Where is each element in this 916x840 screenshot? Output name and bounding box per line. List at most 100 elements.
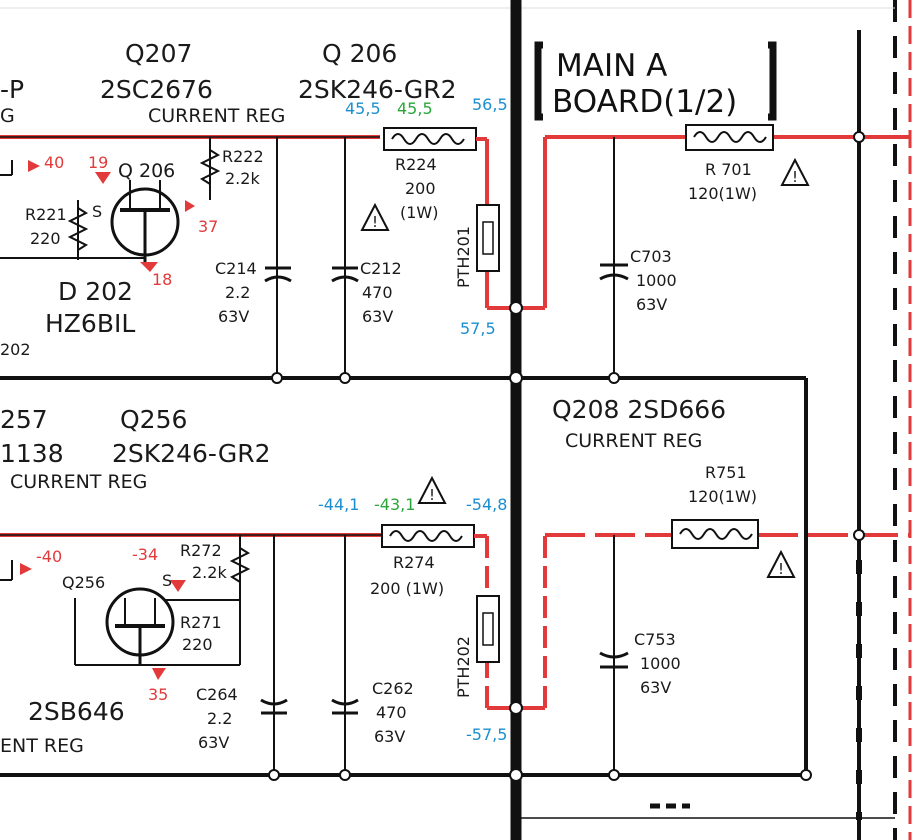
r751-value: 120(1W): [688, 487, 757, 506]
r224-power: (1W): [400, 203, 438, 222]
warning-icon-glyph: !: [792, 168, 798, 186]
pth201-thermistor: [476, 204, 500, 272]
r701-zigzag: [693, 131, 767, 143]
r271-label: R271: [180, 613, 222, 632]
c214-voltage: 63V: [218, 307, 249, 326]
c262-plate-top: [331, 698, 359, 706]
c753-plate-top: [599, 651, 629, 659]
r701-value: 120(1W): [688, 184, 757, 203]
r271-value: 220: [182, 635, 213, 654]
lower-current-reg: CURRENT REG: [10, 471, 147, 493]
marker-35: [152, 668, 166, 680]
r272-zigzag: [229, 547, 251, 583]
q256-s-pin: S: [162, 571, 172, 590]
r221-label: R221: [25, 205, 67, 224]
board-bracket-right: [768, 41, 777, 121]
q207-ref: Q207: [125, 39, 192, 68]
c264-value: 2.2: [207, 709, 232, 728]
r274-value: 200 (1W): [370, 579, 444, 598]
voltage-18: 18: [152, 270, 172, 289]
c703-plate-bottom: [599, 273, 629, 281]
board-title-line1: MAIN A: [556, 48, 667, 84]
voltage-19: 19: [88, 153, 108, 172]
q256-part: 2SK246-GR2: [112, 439, 270, 468]
part-2sb646: 2SB646: [28, 697, 125, 726]
measured-m44-1: -44,1: [318, 495, 359, 514]
r274-label: R274: [393, 553, 435, 572]
q208-current-reg: CURRENT REG: [565, 430, 702, 452]
r222-value: 2.2k: [225, 169, 260, 188]
q256-ref: Q256: [120, 405, 187, 434]
c212-voltage: 63V: [362, 307, 393, 326]
frag-202: 202: [0, 340, 31, 359]
c753-label: C753: [634, 630, 676, 649]
r274-resistor: [381, 524, 475, 548]
r272-label: R272: [180, 541, 222, 560]
measured-m57-5: -57,5: [466, 725, 507, 744]
warning-icon-glyph: !: [429, 486, 435, 504]
c262-value: 470: [376, 703, 407, 722]
pth202-label: PTH202: [454, 636, 473, 698]
voltage-40: 40: [44, 153, 64, 172]
measured-45-5-b: 45,5: [397, 99, 433, 118]
marker-m40: [20, 563, 32, 575]
r751-label: R751: [705, 463, 747, 482]
measured-45-5-a: 45,5: [345, 99, 381, 118]
c214-label: C214: [215, 259, 257, 278]
board-title-line2: BOARD(1/2): [552, 84, 737, 120]
r274-zigzag: [389, 530, 463, 542]
pth202-thermistor: [476, 595, 500, 663]
q206-symbol-label: Q 206: [118, 160, 175, 182]
c264-label: C264: [196, 685, 238, 704]
measured-56-5: 56,5: [472, 95, 508, 114]
r751-zigzag: [679, 528, 753, 540]
c262-voltage: 63V: [374, 727, 405, 746]
c703-value: 1000: [636, 271, 677, 290]
c262-label: C262: [372, 679, 414, 698]
r224-label: R224: [395, 155, 437, 174]
r701-label: R 701: [705, 160, 752, 179]
r222-zigzag: [199, 149, 221, 185]
pth201-inner: [482, 221, 494, 255]
warning-icon: [766, 549, 796, 578]
junction-dots: [268, 131, 865, 782]
d202-ref: D 202: [58, 277, 133, 306]
q206-part: 2SK246-GR2: [298, 75, 456, 104]
pth202-inner: [482, 612, 494, 646]
c212-value: 470: [362, 283, 393, 302]
q257-fragment: 257: [0, 405, 48, 434]
measured-m43-1: -43,1: [374, 495, 415, 514]
r224-resistor: [383, 127, 477, 151]
warning-icon: [360, 202, 390, 231]
c212-plate-bottom: [331, 275, 359, 283]
r272-value: 2.2k: [192, 563, 227, 582]
marker-37: [185, 200, 195, 212]
c264-voltage: 63V: [198, 733, 229, 752]
q207-current-reg: CURRENT REG: [148, 105, 285, 127]
left-frag-p: -P: [0, 75, 24, 104]
q207-part: 2SC2676: [100, 75, 213, 104]
r224-value: 200: [405, 179, 436, 198]
measured-57-5: 57,5: [460, 319, 496, 338]
r222-label: R222: [222, 147, 264, 166]
c753-voltage: 63V: [640, 678, 671, 697]
r221-zigzag: [67, 207, 89, 251]
marker-m34: [170, 580, 186, 592]
voltage-37: 37: [198, 217, 218, 236]
warning-icon: [417, 475, 447, 504]
voltage-m40: -40: [36, 547, 62, 566]
q206-s-pin: S: [92, 202, 102, 221]
warning-icon: [780, 157, 810, 186]
frag-1138: 1138: [0, 439, 64, 468]
voltage-m34: -34: [132, 545, 158, 564]
warning-icon-glyph: !: [372, 213, 378, 231]
q208-label: Q208 2SD666: [552, 395, 726, 424]
c264-plate-top: [260, 698, 288, 706]
marker-19: [95, 172, 111, 184]
marker-18: [140, 262, 158, 272]
pth201-label: PTH201: [454, 226, 473, 288]
r224-zigzag: [391, 133, 465, 145]
board-bracket-left: [534, 41, 543, 121]
